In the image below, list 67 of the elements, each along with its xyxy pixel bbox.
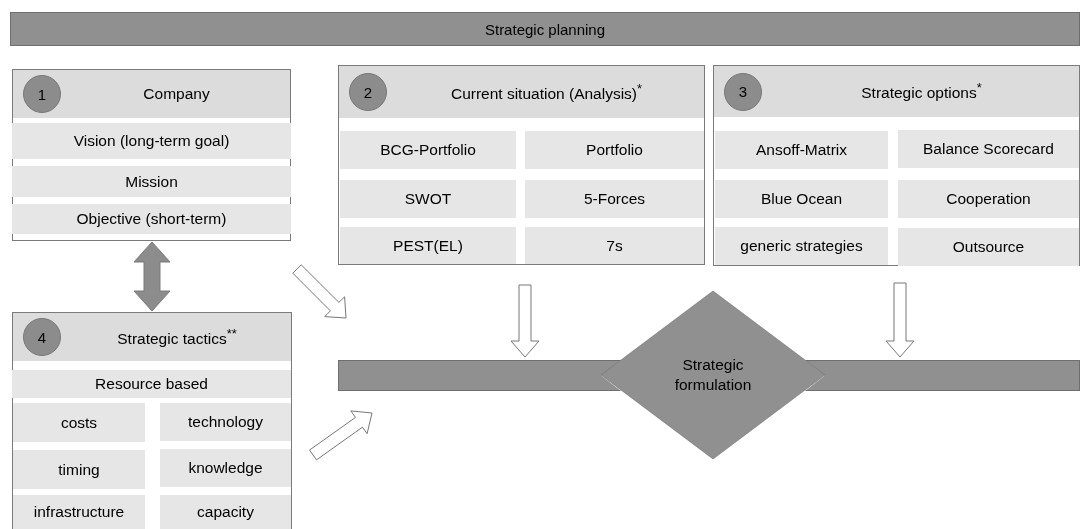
item-label: timing (58, 460, 100, 479)
item-label: BCG-Portfolio (380, 141, 476, 159)
block-arrow (292, 264, 347, 319)
block-arrow (309, 410, 373, 461)
double-block-arrow (133, 241, 171, 312)
item-label: Blue Ocean (761, 190, 842, 208)
item-cell (13, 403, 145, 442)
number-badge: 1 (23, 75, 61, 113)
item-cell (525, 180, 704, 218)
number-badge: 2 (349, 73, 387, 111)
item-cell (160, 403, 291, 441)
section-panel (12, 312, 292, 529)
process-bar (338, 360, 621, 391)
item-label: SWOT (404, 190, 452, 208)
item-cell (12, 204, 291, 234)
item-cell (160, 495, 291, 529)
section-panel (713, 65, 1080, 266)
item-cell (898, 130, 1079, 168)
item-label: Outsource (952, 238, 1025, 256)
item-cell (898, 180, 1079, 218)
item-label: Balance Scorecard (923, 140, 1054, 158)
block-arrow (885, 282, 915, 358)
item-label: technology (188, 413, 263, 431)
item-label: capacity (197, 503, 254, 521)
section-panel (12, 69, 291, 241)
item-cell (340, 227, 516, 264)
diamond-label: Strategic formulation (673, 354, 753, 395)
item-label: Resource based (95, 375, 208, 393)
item-cell (340, 131, 516, 169)
process-bar (805, 360, 1080, 391)
item-cell (160, 449, 291, 487)
item-cell (340, 180, 516, 218)
item-cell (13, 495, 145, 529)
panel-title: Current situation (Analysis)$^{*}$ (450, 80, 643, 104)
panel-title: Company (143, 85, 210, 103)
section-panel (338, 65, 705, 265)
item-cell (12, 166, 291, 197)
item-label: Ansoff-Matrix (756, 141, 847, 159)
item-label: costs (60, 413, 98, 432)
item-label: Vision (long-term goal) (73, 132, 230, 150)
item-label: Cooperation (946, 190, 1031, 208)
banner-bar (10, 12, 1080, 46)
item-cell (898, 228, 1079, 266)
item-cell (715, 227, 888, 265)
item-label: generic strategies (740, 237, 863, 255)
number-badge: 4 (23, 318, 61, 356)
panel-title: Strategic options$^{*}$ (861, 80, 982, 103)
item-label: infrastructure (33, 503, 125, 521)
panel-title: Strategic tactics$^{**}$ (117, 325, 237, 349)
item-cell (715, 131, 888, 169)
banner-title: Strategic planning (484, 20, 606, 38)
item-label: Portfolio (586, 141, 643, 159)
item-cell (715, 180, 888, 218)
decision-diamond (601, 291, 825, 459)
item-label: Objective (short-term) (76, 210, 227, 228)
item-cell (12, 370, 291, 398)
item-label: 5-Forces (583, 190, 646, 208)
item-label: Mission (125, 172, 178, 191)
block-arrow (510, 284, 540, 358)
item-label: PEST(EL) (393, 236, 463, 255)
item-cell (525, 131, 704, 169)
item-cell (13, 450, 145, 489)
item-cell (12, 123, 291, 159)
item-cell (525, 227, 704, 264)
item-label: knowledge (188, 459, 263, 477)
number-badge: 3 (724, 72, 762, 111)
item-label: 7s (606, 236, 623, 255)
